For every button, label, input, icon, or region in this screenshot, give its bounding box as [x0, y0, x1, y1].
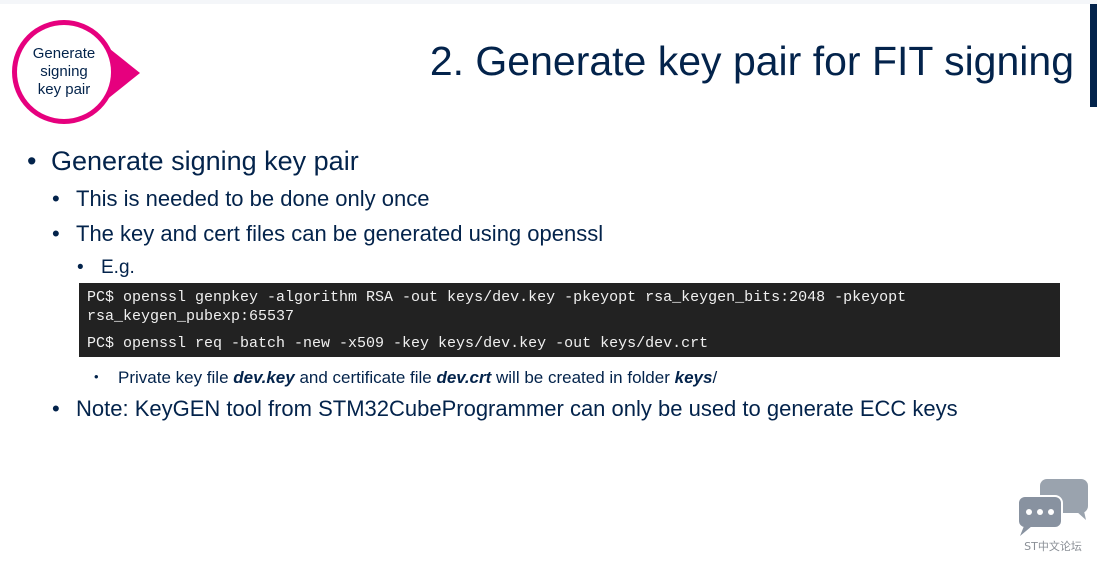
bullet-dot: •	[77, 257, 84, 278]
forum-watermark: ST中文论坛	[1014, 478, 1092, 558]
bullet-dot: •	[52, 221, 60, 246]
bullet-private-key: • Private key file dev.key and certificat…	[94, 367, 717, 388]
bullet-once: • This is needed to be done only once	[52, 186, 429, 212]
keys-folder-name: keys	[674, 368, 713, 387]
top-strip	[0, 0, 1097, 4]
badge-label: Generate signing key pair	[32, 45, 96, 98]
bullet-dot: •	[27, 146, 37, 176]
private-text-1: Private key file	[118, 368, 234, 387]
bullet-once-text: This is needed to be done only once	[76, 186, 430, 211]
bullet-openssl-text: The key and cert files can be generated …	[76, 221, 604, 246]
bullet-dot: •	[52, 186, 60, 211]
code-line-3: PC$ openssl req -batch -new -x509 -key k…	[87, 335, 709, 352]
private-key-filename: dev.key	[233, 368, 295, 387]
bullet-dot: •	[94, 369, 99, 384]
code-block: PC$ openssl genpkey -algorithm RSA -out …	[79, 283, 1060, 357]
slide-title: 2. Generate key pair for FIT signing	[429, 38, 1074, 84]
section-badge: Generate signing key pair	[10, 17, 142, 129]
code-line-2: rsa_keygen_pubexp:65537	[87, 308, 295, 325]
bullet-eg-text: E.g.	[101, 257, 135, 278]
bullet-eg: • E.g.	[77, 257, 135, 279]
bullet-main-text: Generate signing key pair	[51, 146, 359, 176]
right-accent-bar	[1090, 4, 1097, 107]
code-line-1: PC$ openssl genpkey -algorithm RSA -out …	[87, 289, 907, 306]
watermark-label: ST中文论坛	[1024, 540, 1082, 553]
bullet-note: • Note: KeyGEN tool from STM32CubeProgram…	[52, 396, 958, 422]
bullet-dot: •	[52, 396, 60, 421]
private-text-4: /	[712, 368, 718, 387]
bullet-openssl: • The key and cert files can be generated…	[52, 221, 603, 247]
private-text-2: and certificate file	[294, 368, 437, 387]
bullet-main: • Generate signing key pair	[27, 146, 359, 176]
private-text-3: will be created in folder	[491, 368, 675, 387]
chat-bubbles-icon	[1017, 479, 1088, 536]
badge-shape-icon	[12, 20, 140, 124]
bullet-note-text: Note: KeyGEN tool from STM32CubeProgramm…	[76, 396, 958, 421]
cert-filename: dev.crt	[436, 368, 492, 387]
